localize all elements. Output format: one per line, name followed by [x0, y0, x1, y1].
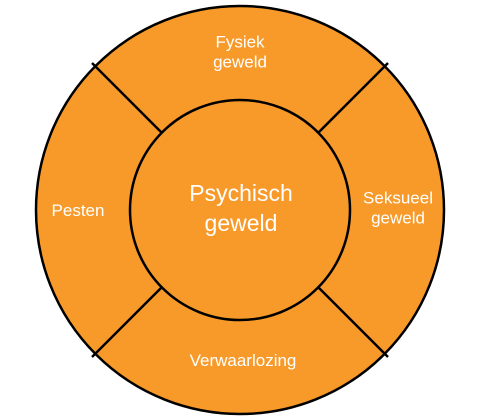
inner-circle: [128, 98, 352, 322]
segment-label-bottom: Verwaarlozing: [189, 350, 297, 370]
divider-bottom-right: [317, 286, 389, 358]
divider-top-left: [91, 62, 163, 134]
segment-label-right: Seksueel geweld: [363, 188, 433, 228]
divider-top-right: [317, 62, 389, 134]
divider-bottom-left: [91, 286, 163, 358]
center-label: Psychisch geweld: [189, 180, 293, 236]
segment-label-left: Pesten: [51, 200, 105, 220]
segment-label-top: Fysiek geweld: [213, 32, 267, 72]
